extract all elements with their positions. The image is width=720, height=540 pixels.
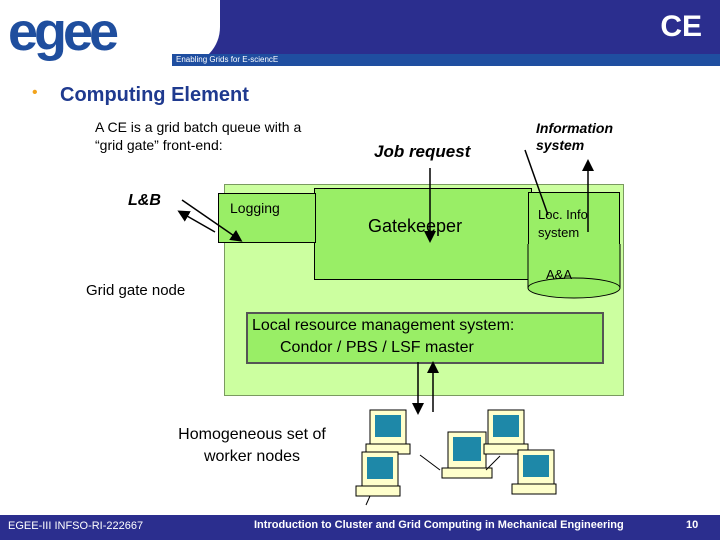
header-rule: [172, 54, 720, 66]
grid-gate-node-label: Grid gate node: [86, 282, 186, 299]
bullet-icon: •: [32, 84, 38, 101]
worker-nodes-label: Homogeneous set of worker nodes: [178, 426, 326, 465]
lb-arrow-back: [177, 210, 216, 233]
worker-computer-icon: [511, 449, 557, 495]
information-system-label: Information system: [536, 120, 613, 153]
lrms-box: [246, 312, 604, 364]
header-band: [160, 0, 720, 54]
info-link-line: [524, 149, 549, 216]
lrms-label-line1: Local resource management system:: [252, 317, 515, 334]
lb-arrow-out: [181, 199, 243, 242]
header-title: CE: [660, 10, 702, 43]
tagline: Enabling Grids for E-sciencE: [176, 55, 279, 64]
intro-text: A CE is a grid batch queue with a “grid …: [95, 119, 302, 153]
worker-computer-icon: [355, 451, 401, 506]
logo-backdrop: [150, 0, 220, 64]
page-number: 10: [686, 519, 699, 531]
aa-cylinder: [527, 244, 621, 299]
footer-course-title: Introduction to Cluster and Grid Computi…: [254, 519, 624, 531]
footer-project-id: EGEE-III INFSO-RI-222667: [8, 520, 144, 532]
slide-title: Computing Element: [60, 84, 249, 106]
footer-band: [0, 515, 720, 540]
lrms-label-line2: Condor / PBS / LSF master: [280, 339, 474, 356]
worker-computer-icon: [419, 431, 493, 479]
gatekeeper-box: [314, 188, 532, 280]
worker-computer-icon: [365, 409, 411, 471]
job-request-label: Job request: [374, 142, 471, 161]
logging-label: Logging: [230, 200, 280, 216]
worker-computer-icon: [483, 409, 529, 471]
egee-logo: egee: [8, 2, 119, 62]
gatekeeper-label: Gatekeeper: [368, 216, 463, 236]
loc-info-label: Loc. Info system: [538, 207, 588, 240]
lb-label: L&B: [128, 192, 161, 209]
aa-label: A&A: [546, 267, 573, 282]
